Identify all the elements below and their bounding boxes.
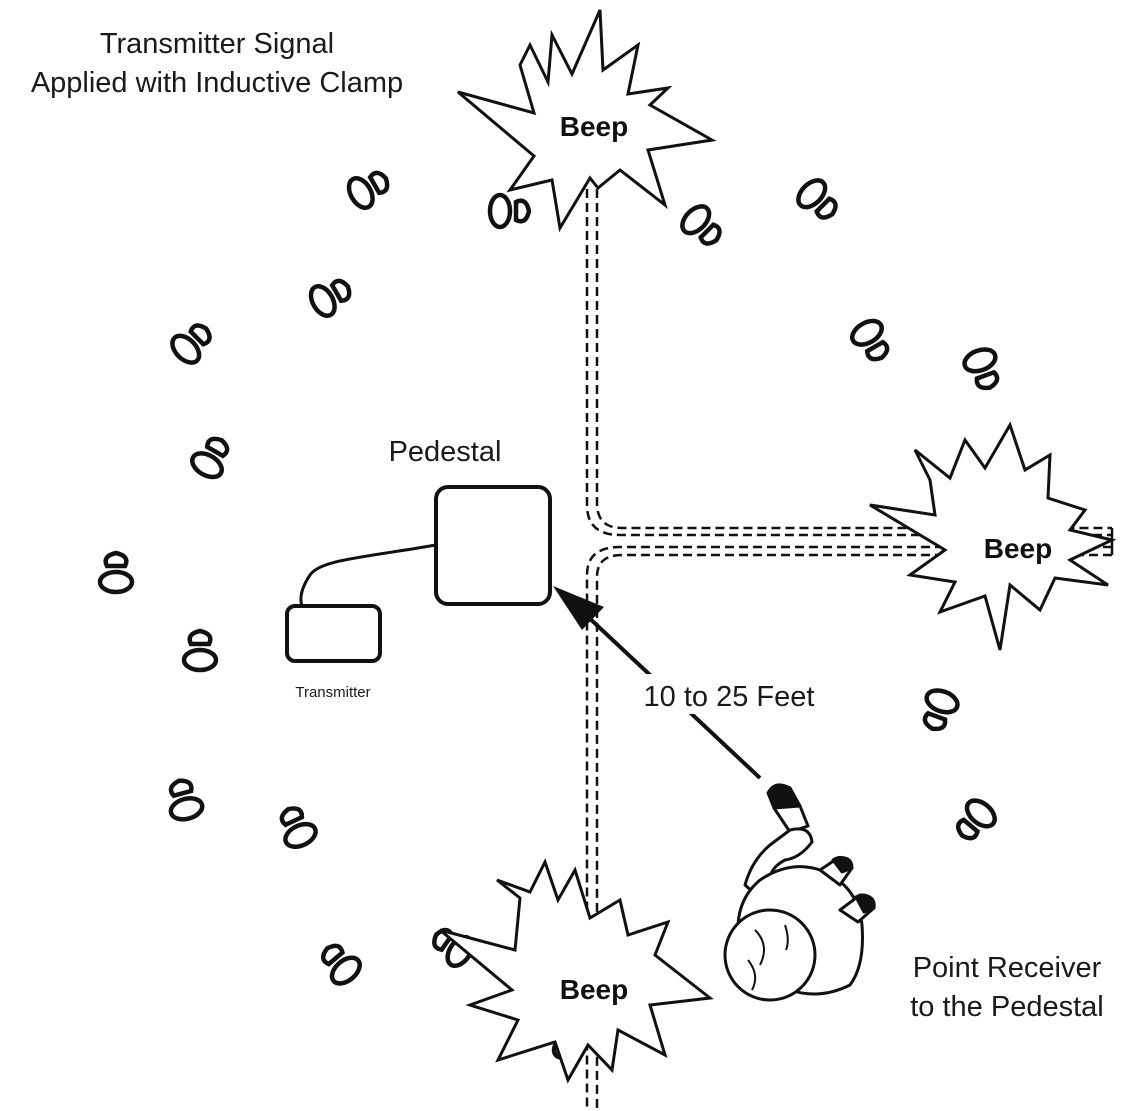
transmitter-box [285, 604, 382, 663]
footprint-icon [961, 345, 1004, 393]
point-receiver-label: Point Receiver [913, 952, 1102, 984]
pedestal-label: Pedestal [389, 436, 502, 468]
beep-label: Beep [560, 111, 628, 142]
person-with-receiver [723, 783, 876, 1002]
footprint-icon [184, 631, 216, 670]
buried-cable [585, 175, 1114, 1111]
footprint-icon [344, 165, 394, 212]
footprint-icon [677, 201, 727, 251]
beep-label: Beep [984, 533, 1052, 564]
footprint-icon [100, 553, 132, 592]
pedestal-box [434, 485, 552, 606]
footprint-icon [167, 317, 217, 367]
beep-burst-right: Beep [869, 421, 1117, 651]
footprint-icon [274, 802, 319, 851]
distance-label: 10 to 25 Feet [644, 681, 815, 713]
footprint-icon [164, 777, 205, 823]
footprint-icon [490, 195, 529, 227]
footprint-icon [848, 316, 895, 366]
footprint-icon [917, 686, 960, 734]
footprint-icon [950, 795, 1000, 845]
footprint-icon [793, 175, 843, 225]
footprint-icon [306, 273, 356, 320]
beep-burst-bottom: Beep [439, 858, 714, 1084]
transmitter-cable [299, 543, 437, 607]
footprint-icon [315, 938, 365, 988]
transmitter-label: Transmitter [295, 684, 370, 701]
to-pedestal-label: to the Pedestal [910, 991, 1103, 1023]
beep-label: Beep [560, 974, 628, 1005]
footprint-icon [188, 432, 235, 482]
transmitter-signal-label: Transmitter Signal [100, 28, 334, 60]
inductive-clamp-label: Applied with Inductive Clamp [31, 67, 403, 99]
beep-burst-top: Beep [457, 9, 717, 233]
